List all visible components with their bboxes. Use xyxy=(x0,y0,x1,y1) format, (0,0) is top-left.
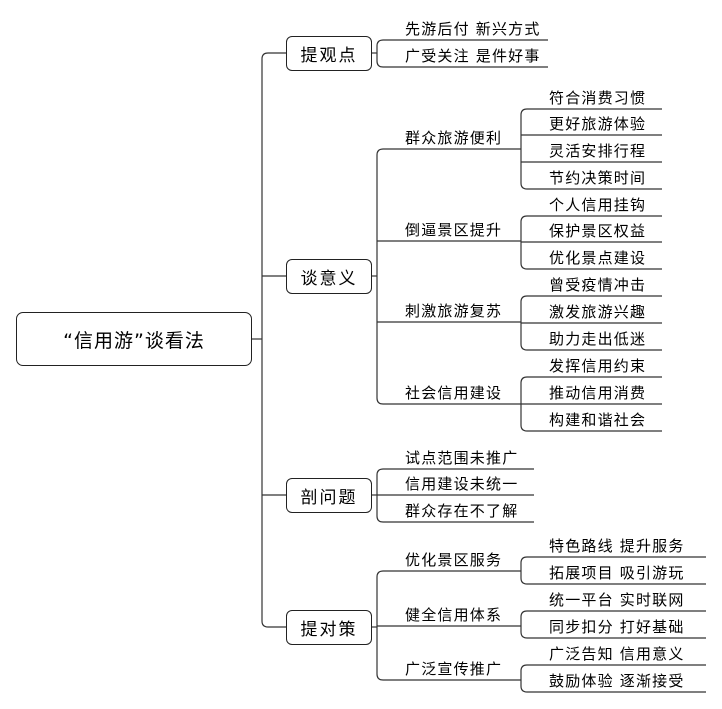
countermeasure-group: 优化景区服务 xyxy=(405,551,503,569)
significance-groups-stub xyxy=(376,148,521,156)
problem-item: 试点范围未推广 xyxy=(405,449,519,467)
significance-leaves-stub xyxy=(520,376,662,384)
countermeasure-leaves-stub xyxy=(520,556,706,564)
countermeasure-item: 广泛告知 信用意义 xyxy=(549,645,685,663)
significance-item: 助力走出低迷 xyxy=(549,330,647,348)
branch-countermeasures: 提对策 xyxy=(286,610,372,645)
significance-group: 社会信用建设 xyxy=(405,384,503,402)
root-branch-stub xyxy=(261,620,286,628)
problem-item: 信用建设未统一 xyxy=(405,475,519,493)
significance-item: 构建和谐社会 xyxy=(549,411,647,429)
countermeasure-groups-stub xyxy=(376,673,521,681)
viewpoint-item: 先游后付 新兴方式 xyxy=(405,20,541,38)
significance-item: 个人信用挂钩 xyxy=(549,196,647,214)
countermeasure-item: 统一平台 实时联网 xyxy=(549,591,685,609)
significance-item: 节约决策时间 xyxy=(549,169,647,187)
countermeasure-leaves-stub xyxy=(520,631,706,639)
countermeasure-item: 拓展项目 吸引游玩 xyxy=(549,564,685,582)
branch-viewpoint: 提观点 xyxy=(286,36,372,71)
problem-item: 群众存在不了解 xyxy=(405,502,519,520)
viewpoint-items-stub xyxy=(376,60,548,68)
significance-item: 激发旅游兴趣 xyxy=(549,303,647,321)
significance-item: 推动信用消费 xyxy=(549,384,647,402)
countermeasure-leaves-stub xyxy=(520,664,706,672)
root-node: “信用游”谈看法 xyxy=(16,312,252,366)
root-branch-stub xyxy=(261,52,286,60)
countermeasure-item: 同步扣分 打好基础 xyxy=(549,618,685,636)
problems-items-stub xyxy=(376,515,534,523)
countermeasure-item: 鼓励体验 逐渐接受 xyxy=(549,672,685,690)
significance-leaves-stub xyxy=(520,262,662,270)
significance-leaves-stub xyxy=(520,295,662,303)
significance-item: 曾受疫情冲击 xyxy=(549,276,647,294)
countermeasure-leaves-stub xyxy=(520,685,706,693)
significance-leaves-stub xyxy=(520,215,662,223)
significance-item: 符合消费习惯 xyxy=(549,89,647,107)
countermeasure-group: 健全信用体系 xyxy=(405,606,503,624)
significance-item: 更好旅游体验 xyxy=(549,115,647,133)
branch-significance: 谈意义 xyxy=(286,259,372,294)
significance-item: 保护景区权益 xyxy=(549,222,647,240)
countermeasure-groups-stub xyxy=(376,570,521,578)
significance-item: 灵活安排行程 xyxy=(549,142,647,160)
significance-leaves-stub xyxy=(520,182,662,190)
branch-problems: 剖问题 xyxy=(286,478,372,513)
countermeasure-group: 广泛宣传推广 xyxy=(405,660,503,678)
significance-leaves-stub xyxy=(520,424,662,432)
problems-items-stub xyxy=(376,468,534,476)
viewpoint-items-stub xyxy=(376,39,548,47)
viewpoint-item: 广受关注 是件好事 xyxy=(405,47,541,65)
significance-leaves-stub xyxy=(520,343,662,351)
countermeasure-leaves-stub xyxy=(520,610,706,618)
significance-group: 群众旅游便利 xyxy=(405,129,503,147)
countermeasure-item: 特色路线 提升服务 xyxy=(549,537,685,555)
significance-group: 倒逼景区提升 xyxy=(405,221,503,239)
significance-groups-stub xyxy=(376,397,521,405)
significance-leaves-stub xyxy=(520,108,662,116)
significance-group: 刺激旅游复苏 xyxy=(405,302,503,320)
significance-item: 发挥信用约束 xyxy=(549,357,647,375)
significance-item: 优化景点建设 xyxy=(549,249,647,267)
countermeasure-leaves-stub xyxy=(520,577,706,585)
